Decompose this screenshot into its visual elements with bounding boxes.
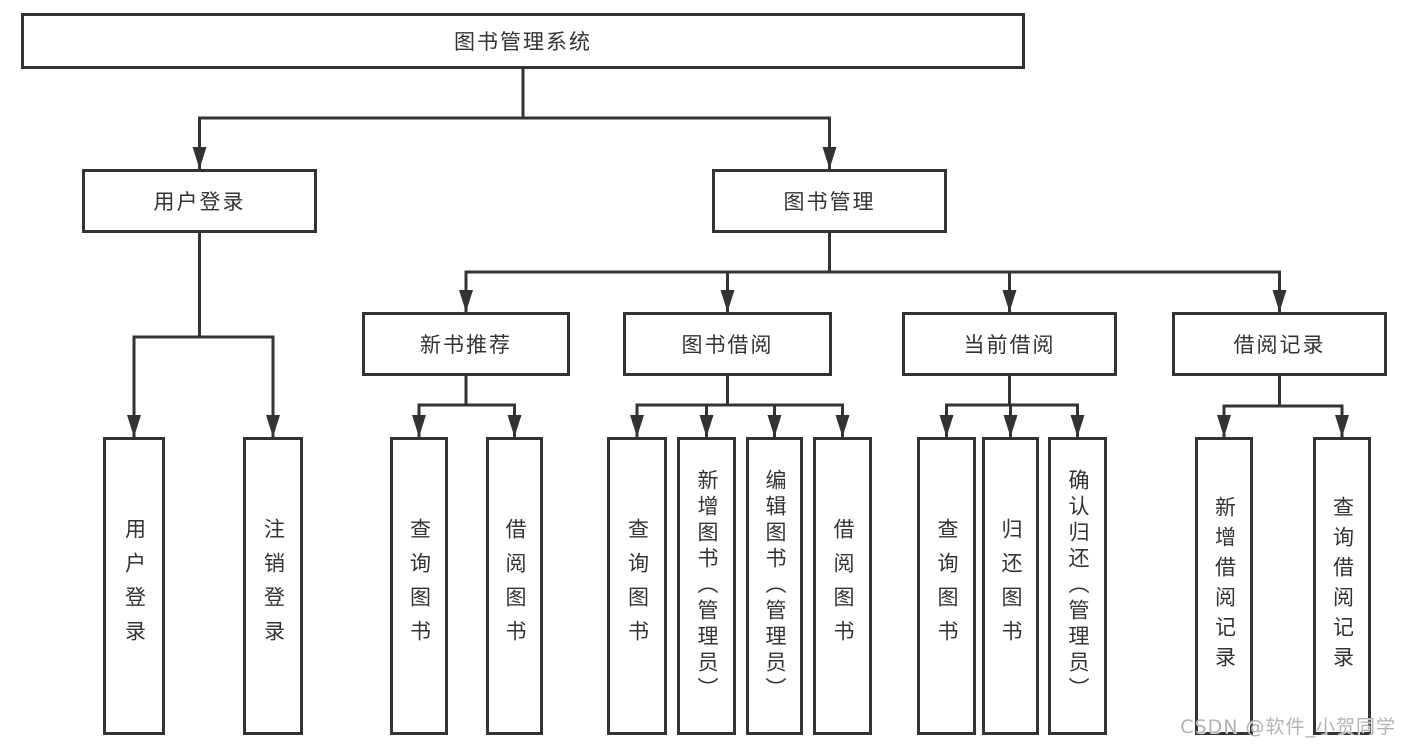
node-borrowing-records: 借阅记录 xyxy=(1172,312,1387,376)
node-book-borrowing: 图书借阅 xyxy=(623,312,832,376)
leaf-records-query: 查询借阅记录 xyxy=(1313,437,1371,735)
node-current-borrowing: 当前借阅 xyxy=(902,312,1117,376)
node-user-login: 用户登录 xyxy=(82,169,317,233)
leaf-current-confirm-admin: 确认归还（管理员） xyxy=(1048,437,1107,735)
leaf-current-return: 归还图书 xyxy=(982,437,1039,735)
watermark: CSDN @软件_小贺同学 xyxy=(1180,716,1396,738)
node-root: 图书管理系统 xyxy=(21,13,1025,69)
leaf-borrowing-add-admin: 新增图书（管理员） xyxy=(677,437,736,735)
leaf-newbook-query: 查询图书 xyxy=(390,437,448,735)
leaf-borrowing-edit-admin: 编辑图书（管理员） xyxy=(746,437,803,735)
leaf-newbook-borrow: 借阅图书 xyxy=(486,437,543,735)
leaf-logout: 注销登录 xyxy=(243,437,303,735)
leaf-borrowing-borrow: 借阅图书 xyxy=(813,437,872,735)
leaf-user-login: 用户登录 xyxy=(103,437,165,735)
leaf-borrowing-query: 查询图书 xyxy=(607,437,667,735)
leaf-records-add: 新增借阅记录 xyxy=(1195,437,1253,735)
node-new-book-recommend: 新书推荐 xyxy=(362,312,570,376)
node-book-management: 图书管理 xyxy=(712,169,947,233)
leaf-current-query: 查询图书 xyxy=(917,437,976,735)
